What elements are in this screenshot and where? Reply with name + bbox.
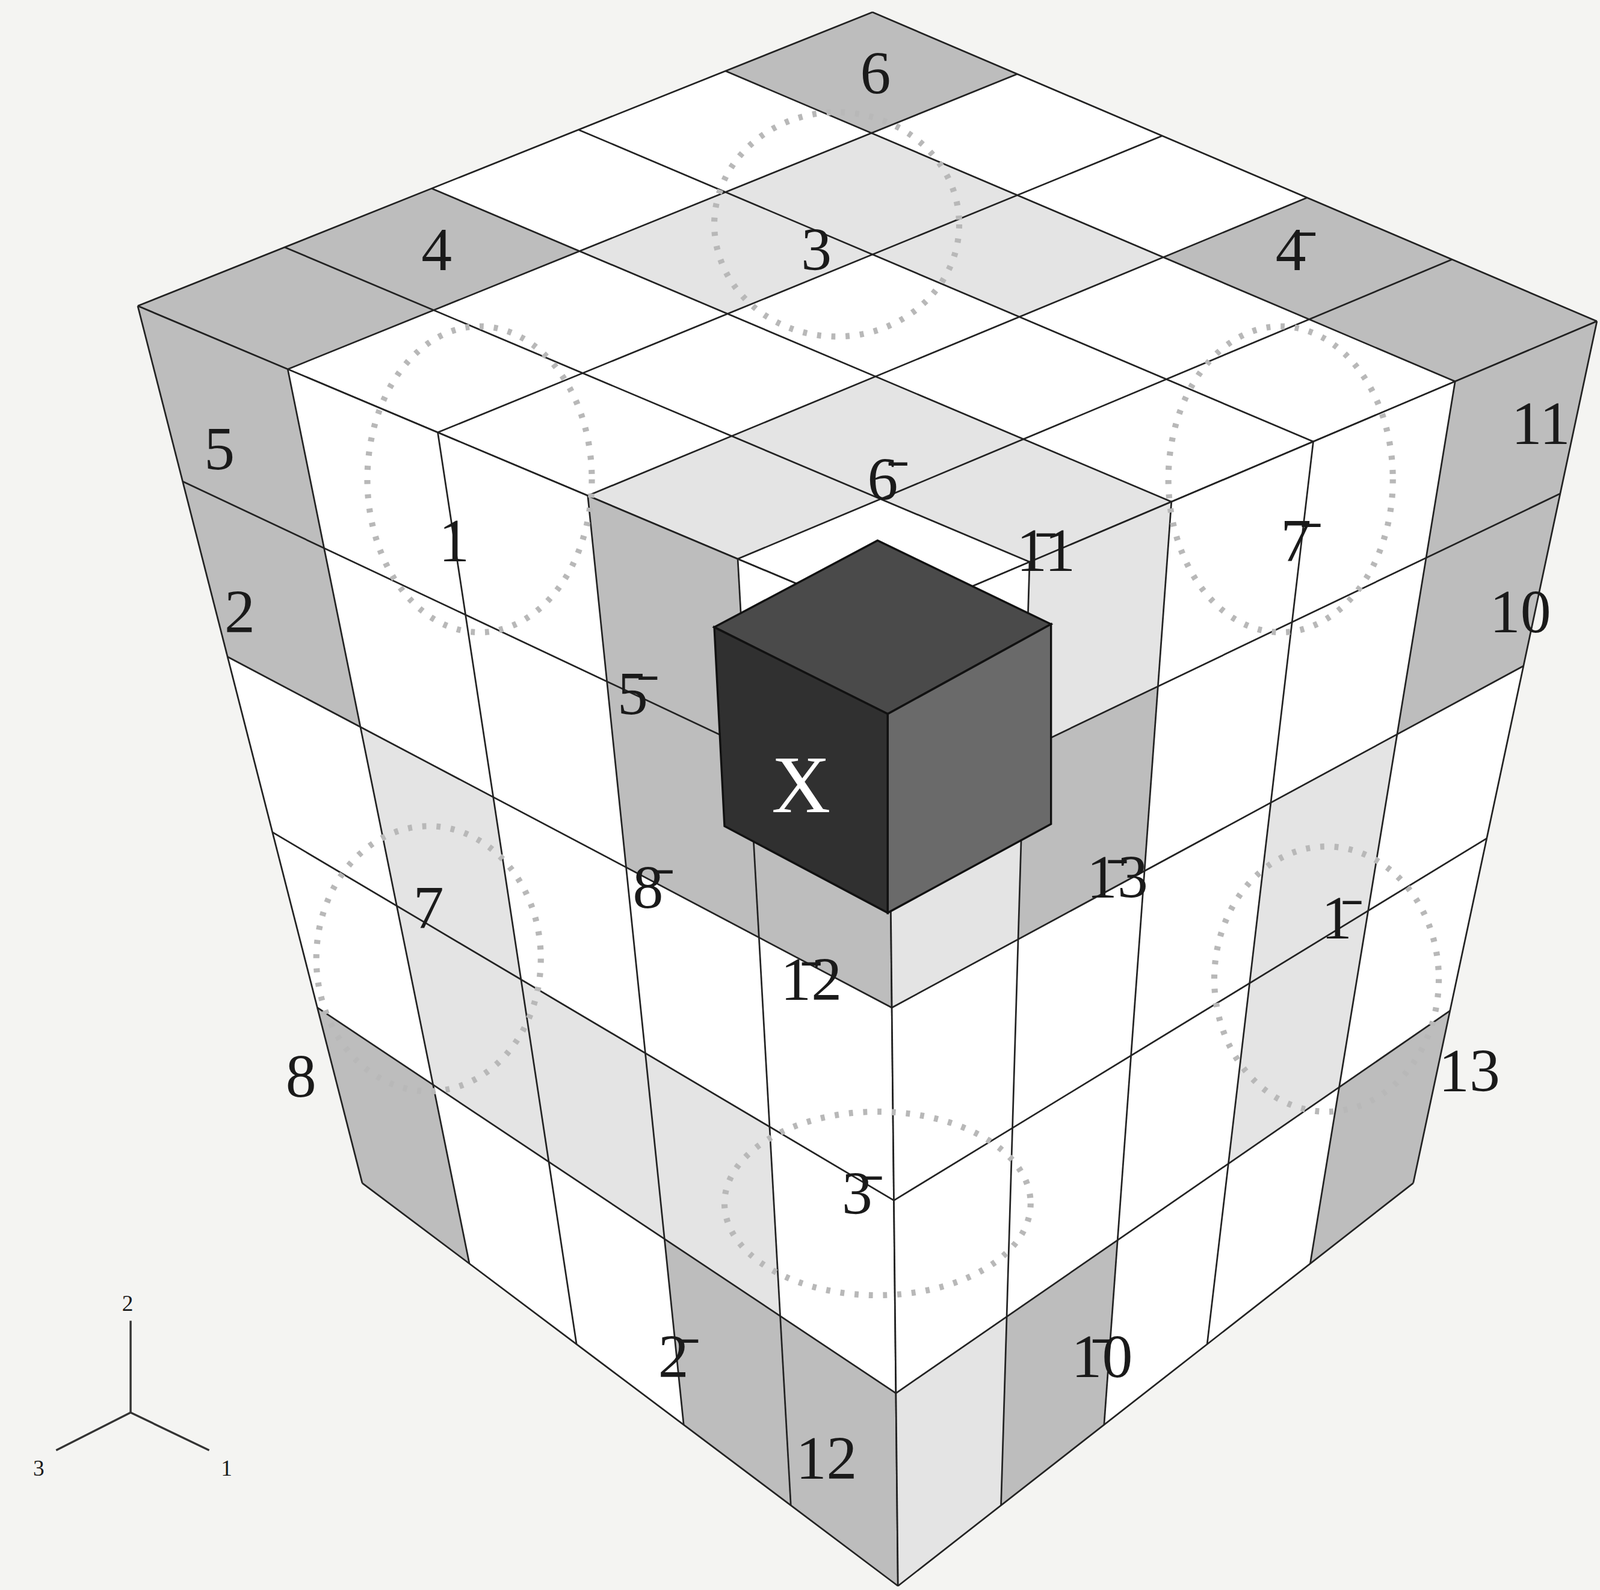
shaded-cell: [1249, 734, 1398, 984]
cell-number: 1: [438, 510, 470, 572]
dotted-outline: [724, 1111, 1031, 1296]
grid-line: [1104, 501, 1172, 1425]
grid-line: [887, 321, 1597, 623]
cell-number: 8: [285, 1045, 317, 1108]
grid-line: [137, 12, 873, 306]
cell-number: 1̄3: [1086, 846, 1149, 909]
shaded-cell: [182, 481, 361, 727]
cell-number: 2: [224, 581, 256, 643]
cell-number: 12: [796, 1427, 858, 1490]
grid-line: [317, 1007, 896, 1394]
cell-number: 3: [800, 219, 832, 281]
cell-number: 2̄: [658, 1326, 689, 1388]
axis-label: 2: [122, 1292, 134, 1315]
shaded-cell: [1397, 494, 1561, 735]
dotted-outline: [367, 326, 592, 634]
cell-number: 7̄: [1280, 510, 1312, 572]
shaded-cell: [317, 1007, 470, 1265]
grid-line: [137, 306, 363, 1184]
axis-line: [129, 1320, 132, 1413]
cell-number: 6: [860, 42, 892, 105]
shaded-cell: [895, 1317, 1007, 1587]
grid-line: [1309, 381, 1455, 1264]
grid-line: [362, 1183, 898, 1587]
grid-line: [587, 197, 1308, 496]
cell-number: 4: [421, 219, 452, 281]
dotted-outline: [1168, 326, 1394, 634]
dotted-outline: [1214, 846, 1439, 1112]
cell-number: 5̄: [617, 663, 649, 725]
shaded-cell: [579, 191, 873, 314]
grid-line: [437, 432, 577, 1345]
grid-line: [137, 306, 888, 623]
axis-label: 3: [33, 1457, 45, 1481]
axis-line: [130, 1412, 210, 1451]
grid-line: [897, 1183, 1413, 1587]
cell-number: 1̄0: [1071, 1326, 1134, 1388]
shaded-cell: [521, 979, 665, 1239]
grid-line: [894, 838, 1487, 1202]
dotted-outline: [714, 111, 960, 337]
cell-number: 13: [1438, 1040, 1501, 1102]
grid-line: [287, 369, 470, 1265]
grid-line: [437, 135, 1162, 433]
axis-line: [55, 1412, 131, 1451]
dotted-outline: [316, 826, 541, 1092]
grid-line: [587, 495, 684, 1425]
grid-line: [1207, 441, 1313, 1345]
grid-line: [1413, 321, 1597, 1184]
cell-number: 7: [413, 877, 445, 939]
axis-label: 1: [220, 1457, 233, 1481]
shaded-cell: [872, 194, 1164, 317]
cell-number: 5: [203, 418, 235, 480]
cube-right: [887, 624, 1051, 914]
cube-left: [714, 627, 888, 914]
cell-number: 1̄: [1321, 887, 1353, 949]
cell-number: 3̄: [841, 1163, 873, 1225]
cell-number: 1̄2: [780, 948, 842, 1011]
grid-line: [272, 832, 895, 1201]
grid-line: [872, 12, 1597, 322]
grid-line: [431, 188, 1171, 502]
cell-number: 6̄: [867, 448, 898, 511]
cube-face: [137, 306, 898, 1587]
cell-number: 11: [1511, 392, 1571, 455]
grid-line: [287, 74, 1017, 370]
cube-face: [887, 321, 1597, 1587]
center-cell-label: X: [771, 744, 831, 827]
cell-number: 8̄: [632, 856, 664, 919]
cell-number: 1̄1: [1016, 520, 1076, 582]
grid-line: [895, 1010, 1451, 1394]
shaded-cell: [780, 1316, 899, 1587]
cell-number: 10: [1489, 581, 1552, 643]
cell-number: 4̄: [1275, 219, 1307, 281]
